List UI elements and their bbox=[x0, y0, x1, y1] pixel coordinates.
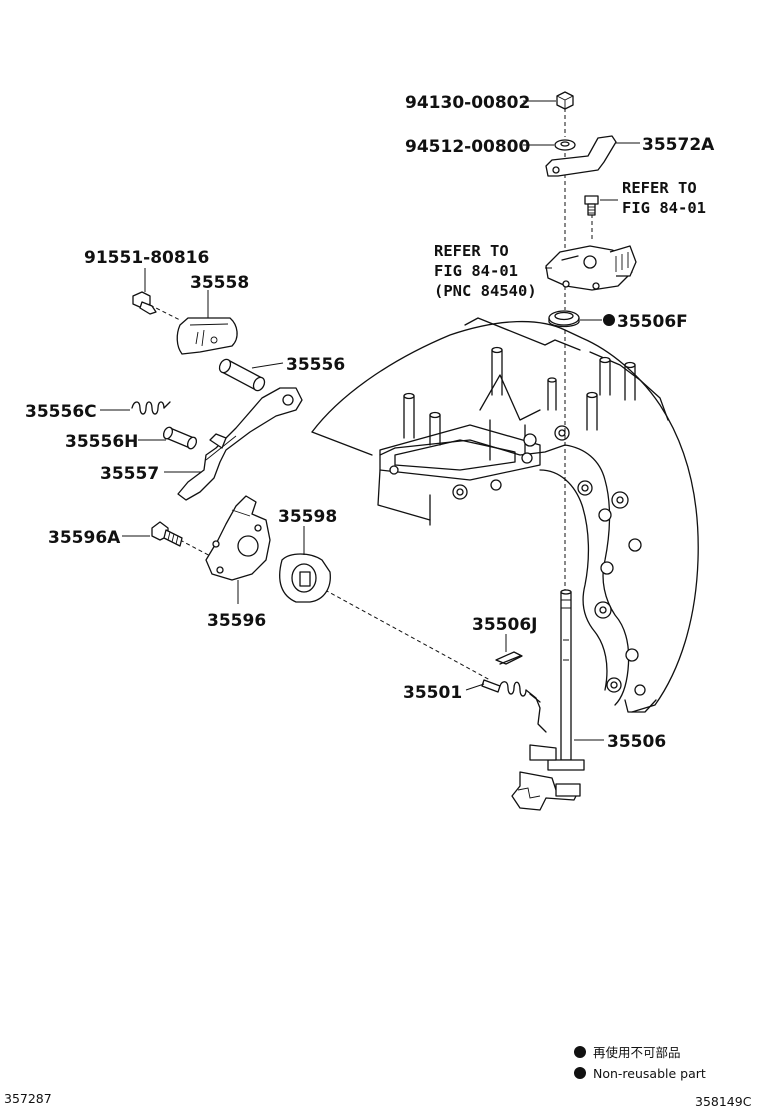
label-35501: 35501 bbox=[403, 683, 462, 703]
label-35556h: 35556H bbox=[65, 432, 138, 452]
code-left: 357287 bbox=[4, 1091, 52, 1106]
label-35556c: 35556C bbox=[25, 402, 97, 422]
label-35506: 35506 bbox=[607, 732, 666, 752]
bolt-91551-80816 bbox=[132, 268, 157, 315]
label-94130-00802: 94130-00802 bbox=[405, 93, 530, 113]
label-35506f: 35506F bbox=[617, 312, 688, 332]
label-refer2-line2: FIG 84-01 bbox=[434, 262, 518, 280]
legend-marker-icon-2 bbox=[574, 1067, 586, 1079]
code-right: 358149C bbox=[695, 1094, 752, 1109]
label-35572a: 35572A bbox=[642, 135, 715, 155]
lever-bracket-35572a bbox=[545, 135, 640, 177]
label-35596: 35596 bbox=[207, 611, 266, 631]
label-35598: 35598 bbox=[278, 507, 337, 527]
non-reusable-marker-icon bbox=[603, 314, 615, 326]
legend-marker-icon bbox=[574, 1046, 586, 1058]
transmission-housing bbox=[311, 317, 699, 713]
washer-94512-00800 bbox=[523, 139, 576, 151]
label-refer1-line2: FIG 84-01 bbox=[622, 199, 706, 217]
label-94512-00800: 94512-00800 bbox=[405, 137, 531, 157]
bolt-refer-fig bbox=[584, 195, 618, 216]
legend-japanese: 再使用不可部品 bbox=[593, 1045, 681, 1060]
label-35558: 35558 bbox=[190, 273, 249, 293]
oil-seal-35506f bbox=[548, 310, 615, 328]
pin-35556 bbox=[218, 358, 284, 392]
label-35506j: 35506J bbox=[472, 615, 537, 635]
bolt-35596a bbox=[122, 521, 183, 547]
figure-codes: 357287 358149C bbox=[4, 1091, 752, 1109]
detent-cover-35558 bbox=[176, 290, 238, 355]
assembly-axis-lines bbox=[149, 108, 593, 681]
spring-35556c bbox=[100, 401, 171, 415]
nut-94130-00802 bbox=[523, 91, 574, 110]
clip-35506j bbox=[495, 634, 523, 665]
label-refer2-line1: REFER TO bbox=[434, 242, 509, 260]
manual-shaft-35506 bbox=[511, 589, 604, 811]
pin-35556h bbox=[138, 426, 198, 450]
part-labels: 94130-00802 94512-00800 35572A REFER TO … bbox=[25, 93, 715, 752]
label-35556: 35556 bbox=[286, 355, 345, 375]
collar-35598 bbox=[279, 526, 331, 603]
label-35596a: 35596A bbox=[48, 528, 121, 548]
detent-plate-35596 bbox=[205, 495, 271, 604]
label-refer2-line3: (PNC 84540) bbox=[434, 282, 537, 300]
label-refer1-line1: REFER TO bbox=[622, 179, 697, 197]
shaft-35501 bbox=[465, 679, 547, 733]
label-35557: 35557 bbox=[100, 464, 159, 484]
legend-english: Non-reusable part bbox=[593, 1066, 706, 1081]
neutral-start-switch bbox=[545, 245, 637, 291]
legend: 再使用不可部品 Non-reusable part bbox=[574, 1045, 706, 1081]
detent-lever-35557 bbox=[164, 387, 303, 501]
label-91551-80816: 91551-80816 bbox=[84, 248, 209, 268]
